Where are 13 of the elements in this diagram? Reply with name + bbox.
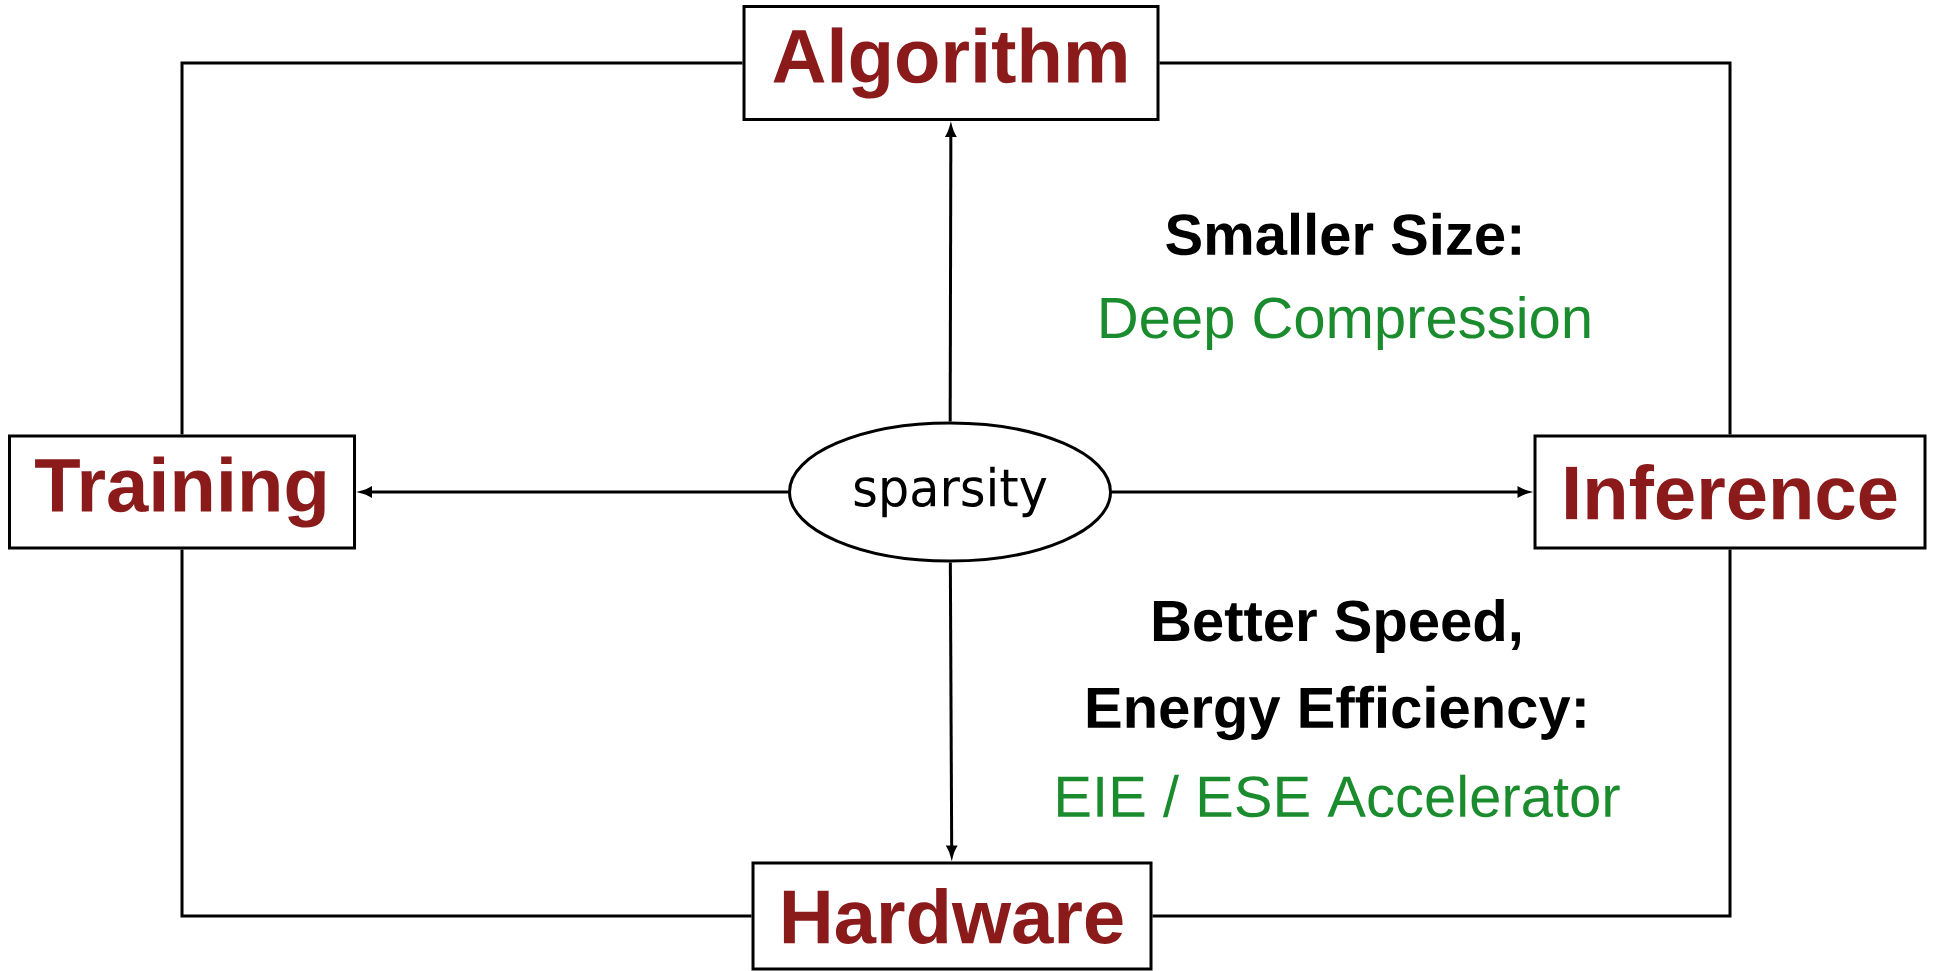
- annotation-text: Better Speed,: [1153, 598, 1520, 653]
- process-box: Hardware: [751, 861, 1153, 971]
- connector-line: [180, 61, 743, 435]
- annotation-text: EIE / ESE Accelerator: [1058, 774, 1620, 818]
- connector-line: [1159, 61, 1732, 435]
- process-box: Algorithm: [742, 5, 1160, 121]
- process-box: Inference: [1533, 434, 1927, 550]
- annotation-text: Deep Compression: [1101, 295, 1590, 350]
- annotation-text: Energy Efficiency:: [1087, 685, 1585, 741]
- connector-line: [1152, 549, 1732, 918]
- connector-line: [180, 549, 752, 918]
- process-box: Training: [8, 434, 356, 550]
- annotation-text: Smaller Size:: [1166, 212, 1520, 256]
